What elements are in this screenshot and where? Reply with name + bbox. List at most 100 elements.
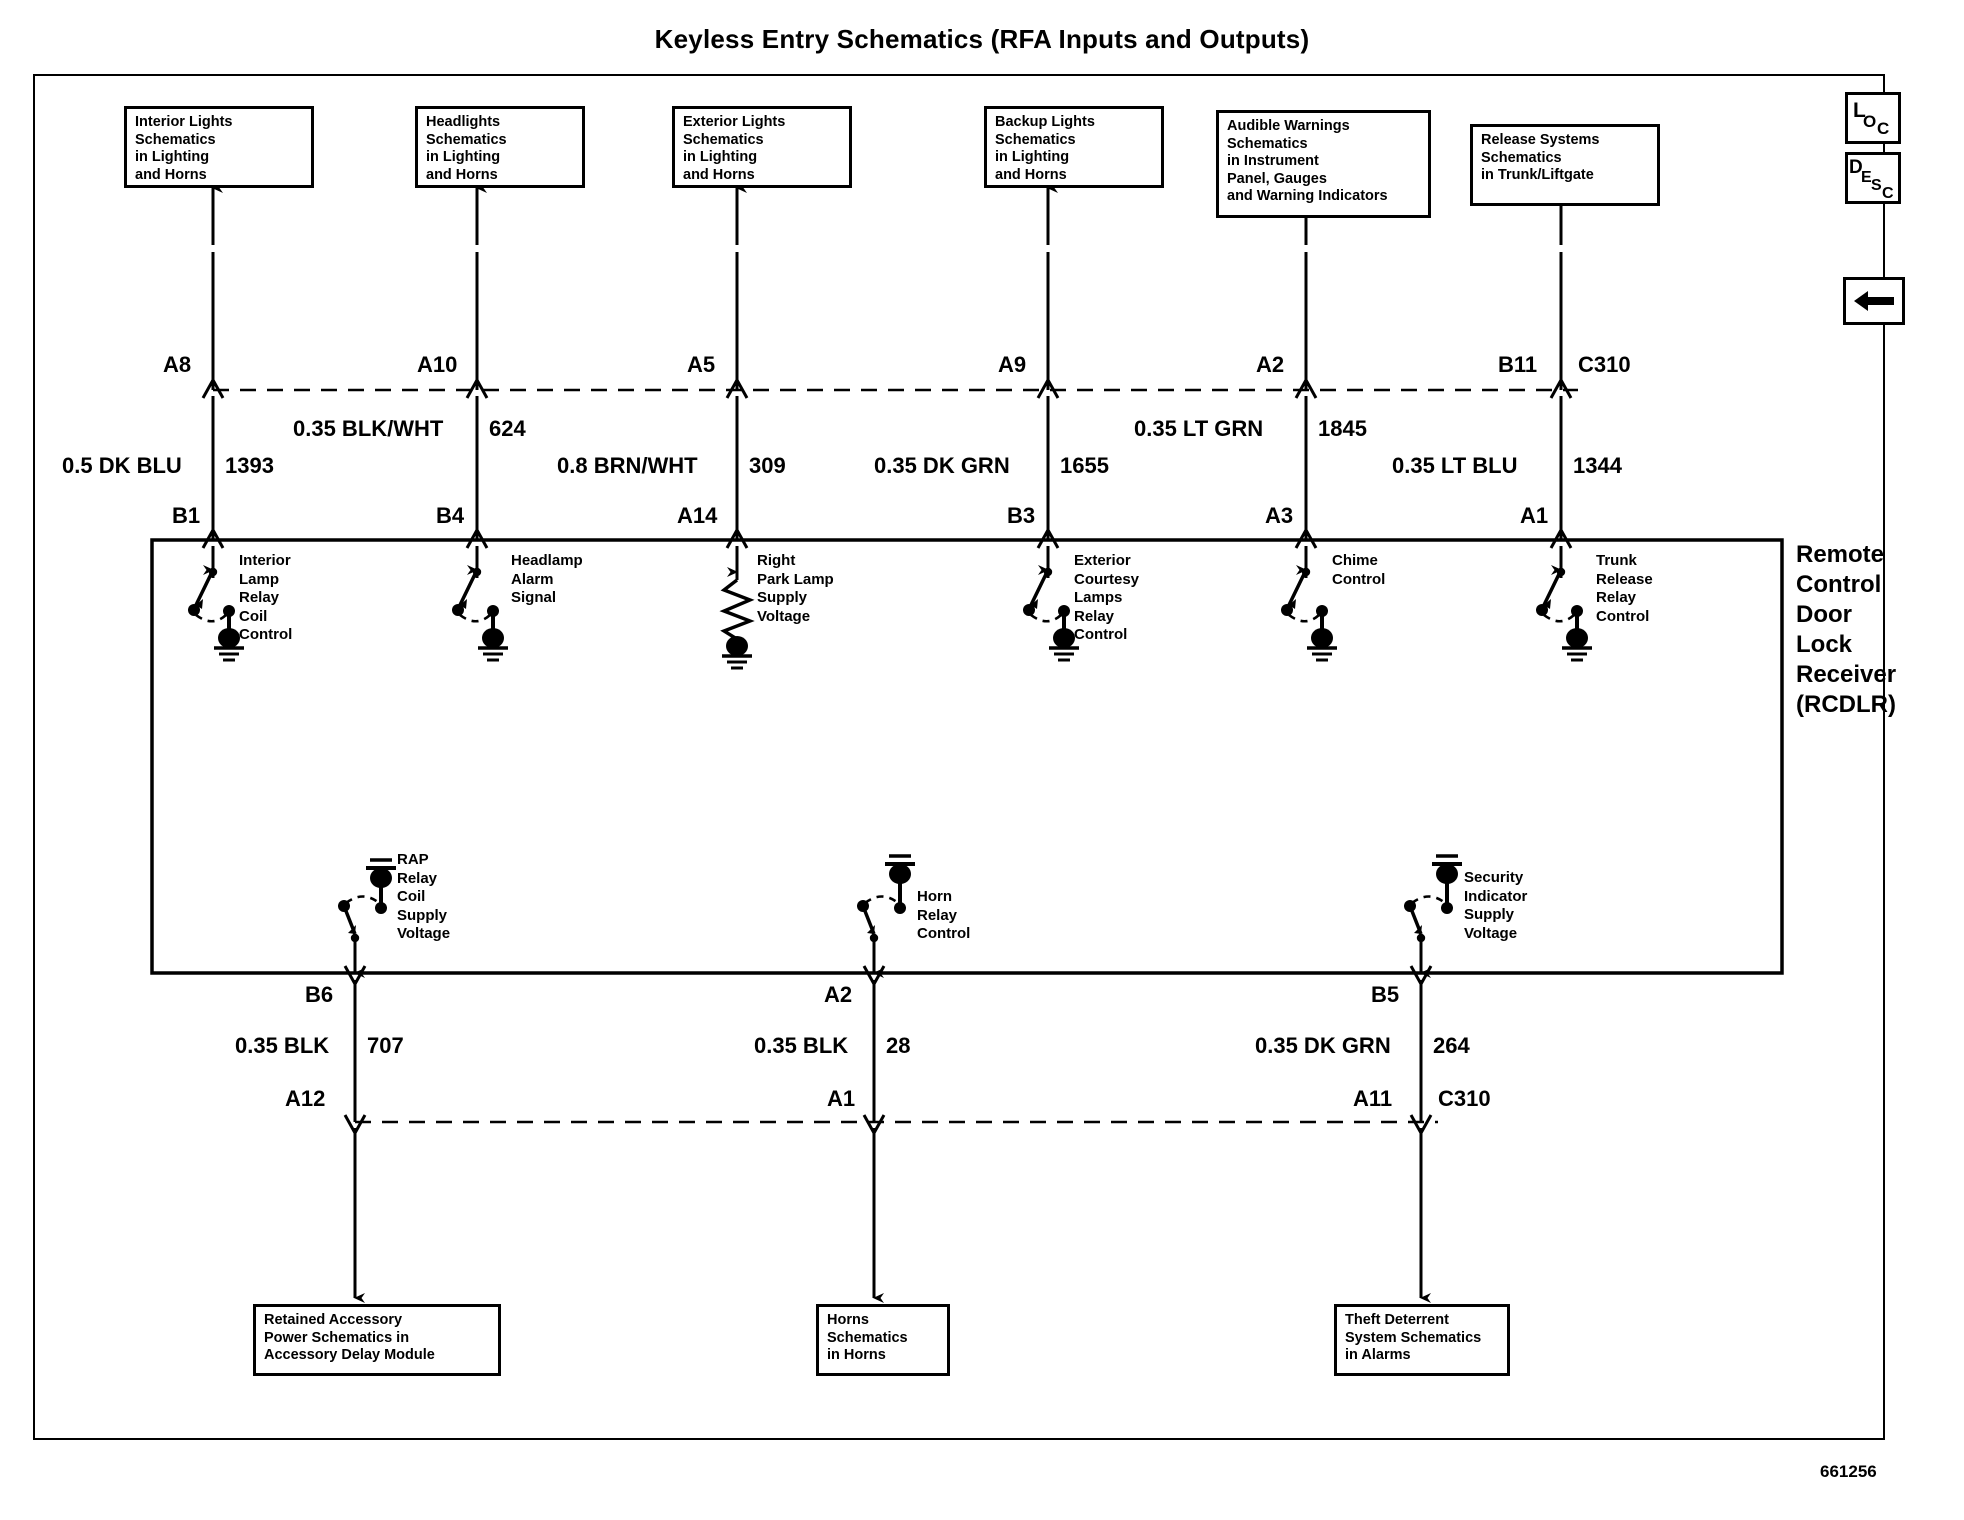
wire-label-1655-num: 1655 (1060, 453, 1109, 478)
fn-line: Supply (397, 906, 448, 924)
ref-line: Schematics (1481, 149, 1562, 166)
ref-line: Headlights (426, 114, 501, 130)
page-title: Keyless Entry Schematics (RFA Inputs and… (654, 24, 1310, 54)
module-name-line: Control (1796, 571, 1882, 598)
wire-label-309-desc: 0.8 BRN/WHT (557, 453, 698, 478)
svg-text:O: O (1863, 112, 1876, 131)
reference-box-horns[interactable]: Horns Schematics in Horns (816, 1304, 950, 1376)
module-name-line: Remote (1796, 541, 1885, 568)
wire-label-28-num: 28 (886, 1033, 911, 1058)
pin-label-a11: A11 (1353, 1086, 1393, 1111)
ref-line: Interior Lights (135, 114, 233, 130)
pin-label-a3: A3 (1265, 503, 1294, 528)
ref-line: in Lighting (135, 149, 210, 165)
fn-line: Right (757, 552, 796, 569)
reference-box-theft-deterrent[interactable]: Theft Deterrent System Schematics in Ala… (1334, 1304, 1510, 1376)
wire-label-1393-desc: 0.5 DK BLU (62, 453, 182, 478)
fn-line: Security (1464, 869, 1524, 886)
wire-label-309-num: 309 (749, 453, 786, 478)
desc-button[interactable]: D E S C (1845, 152, 1901, 204)
svg-text:C: C (1877, 119, 1889, 138)
ref-line: Exterior Lights (683, 114, 786, 130)
back-button[interactable] (1843, 277, 1905, 325)
svg-text:S: S (1871, 177, 1882, 194)
fn-line: Signal (511, 589, 557, 606)
function-text-right-park-lamp-supply: Right Park Lamp Supply Voltage (757, 552, 834, 626)
pin-label-b1: B1 (172, 503, 201, 528)
fn-line: Supply (1464, 906, 1515, 923)
reference-box-exterior-lights[interactable]: Exterior Lights Schematics in Lighting a… (672, 106, 852, 188)
desc-icon: D E S C (1849, 157, 1894, 202)
fn-line: Courtesy (1074, 570, 1140, 588)
pin-label-a14: A14 (677, 503, 718, 528)
ref-line: in Lighting (995, 149, 1070, 165)
ref-line: and Horns (426, 166, 498, 183)
fn-line: Release (1596, 570, 1653, 588)
function-text-headlamp-alarm-signal: Headlamp Alarm Signal (511, 552, 583, 608)
pin-label-a10: A10 (417, 352, 458, 377)
ref-line: Horns (827, 1312, 869, 1328)
module-name-line: Receiver (1796, 661, 1897, 688)
ref-line: in Trunk/Liftgate (1481, 167, 1594, 183)
fn-line: Lamps (1074, 589, 1123, 606)
fn-line: Relay (917, 906, 958, 924)
ref-line: and Horns (683, 166, 755, 183)
fn-line: RAP (397, 851, 429, 868)
reference-box-retained-accessory-power[interactable]: Retained Accessory Power Schematics in A… (253, 1304, 501, 1376)
loc-button[interactable]: L O C (1845, 92, 1901, 144)
ref-line: Power Schematics in (264, 1329, 410, 1346)
pin-label-a9: A9 (998, 352, 1027, 377)
fn-line: Relay (1596, 589, 1637, 606)
ref-line: and Horns (995, 166, 1067, 183)
pin-label-a1-upper: A1 (1520, 503, 1549, 528)
ref-line: and Horns (135, 166, 207, 183)
ref-line: Theft Deterrent (1345, 1312, 1449, 1328)
reference-box-headlights[interactable]: Headlights Schematics in Lighting and Ho… (415, 106, 585, 188)
diagram-frame (33, 74, 1885, 1440)
module-name-line: (RCDLR) (1796, 691, 1896, 718)
fn-line: Exterior (1074, 552, 1131, 569)
ref-line: in Horns (827, 1347, 886, 1363)
ref-line: Schematics (995, 131, 1076, 148)
ref-line: Panel, Gauges (1227, 170, 1327, 187)
fn-line: Coil (397, 888, 426, 905)
wire-label-264-desc: 0.35 DK GRN (1255, 1033, 1391, 1058)
fn-line: Control (239, 626, 293, 643)
reference-box-interior-lights[interactable]: Interior Lights Schematics in Lighting a… (124, 106, 314, 188)
wire-label-1845-num: 1845 (1318, 416, 1367, 441)
left-arrow-icon (1854, 291, 1894, 311)
reference-box-backup-lights[interactable]: Backup Lights Schematics in Lighting and… (984, 106, 1164, 188)
module-name-line: Door (1796, 601, 1852, 628)
fn-line: Control (1332, 570, 1386, 588)
svg-text:C: C (1882, 185, 1894, 201)
wire-label-707-num: 707 (367, 1033, 404, 1058)
svg-text:D: D (1849, 157, 1863, 178)
ref-line: Audible Warnings (1227, 118, 1350, 134)
reference-box-audible-warnings[interactable]: Audible Warnings Schematics in Instrumen… (1216, 110, 1431, 218)
wire-label-28-desc: 0.35 BLK (754, 1033, 849, 1058)
pin-label-b4: B4 (436, 503, 465, 528)
pin-label-b3: B3 (1007, 503, 1036, 528)
ref-line: in Lighting (426, 149, 501, 165)
svg-text:E: E (1861, 169, 1872, 186)
reference-box-release-systems[interactable]: Release Systems Schematics in Trunk/Lift… (1470, 124, 1660, 206)
fn-line: Coil (239, 607, 268, 625)
pin-label-b11: B11 (1498, 352, 1538, 377)
pin-label-a2-upper: A2 (1256, 352, 1285, 377)
wire-label-624-num: 624 (489, 416, 526, 441)
ref-line: Schematics (426, 131, 507, 148)
fn-line: Voltage (757, 607, 811, 625)
wire-label-1344-num: 1344 (1573, 453, 1622, 478)
ref-line: Schematics (683, 131, 764, 148)
fn-line: Interior (239, 552, 291, 569)
svg-text:L: L (1853, 99, 1866, 122)
wire-label-264-num: 264 (1433, 1033, 1470, 1058)
function-text-exterior-courtesy-lamps: Exterior Courtesy Lamps Relay Control (1074, 552, 1139, 645)
module-name-line: Lock (1796, 631, 1853, 658)
wire-label-624-desc: 0.35 BLK/WHT (293, 416, 444, 441)
connector-label-c310-lower: C310 (1438, 1086, 1491, 1111)
wire-label-1393-num: 1393 (225, 453, 274, 478)
fn-line: Control (917, 925, 971, 942)
